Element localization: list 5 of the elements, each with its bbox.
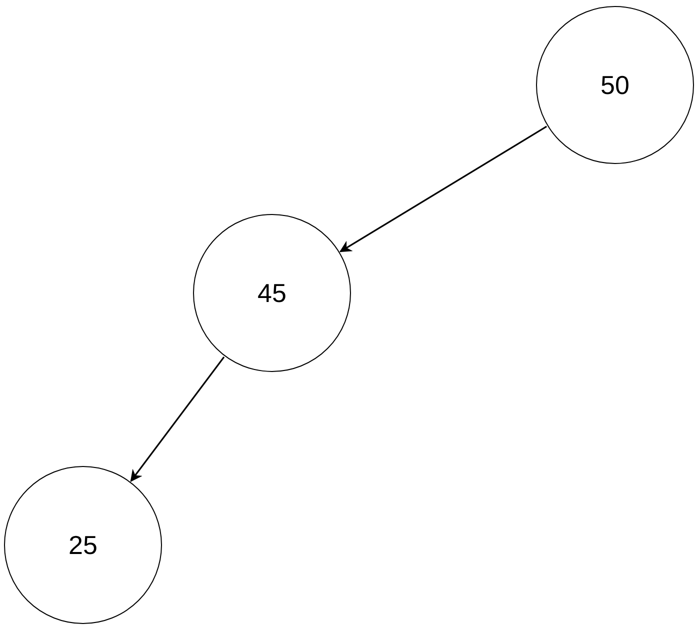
arrow (130, 356, 225, 482)
node-value: 45 (258, 276, 286, 310)
node-value: 50 (600, 68, 630, 102)
node-value: 25 (68, 528, 98, 562)
arrow (339, 126, 548, 252)
